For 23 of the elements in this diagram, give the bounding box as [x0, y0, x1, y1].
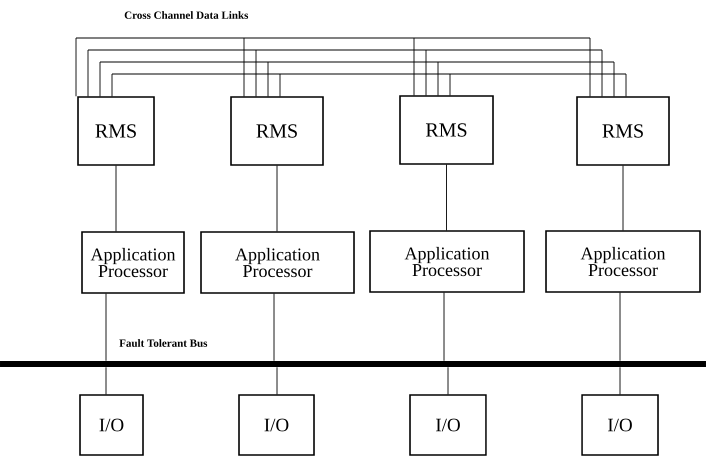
processor-box: Application Processor: [81, 231, 185, 294]
data-link: [88, 50, 602, 97]
connector-line: [446, 164, 447, 231]
bus-label: Fault Tolerant Bus: [119, 339, 208, 347]
rms-box: RMS: [399, 95, 494, 165]
rms-box: RMS: [77, 96, 155, 166]
processor-box: Application Processor: [545, 230, 701, 293]
processor-box: Application Processor: [200, 231, 355, 294]
io-box: I/O: [238, 394, 315, 456]
data-link: [100, 62, 614, 97]
io-box: I/O: [581, 394, 659, 456]
io-box: I/O: [79, 394, 144, 456]
bus-bar: [0, 361, 706, 367]
rms-box: RMS: [576, 96, 670, 166]
title-label: Cross Channel Data Links: [124, 11, 248, 19]
data-link: [76, 38, 590, 97]
processor-box: Application Processor: [369, 230, 525, 293]
connector-line: [622, 165, 624, 231]
connector-line: [276, 366, 278, 395]
rms-box: RMS: [230, 96, 324, 166]
io-box: I/O: [409, 394, 487, 456]
data-link: [112, 74, 626, 97]
connector-line: [276, 165, 278, 232]
